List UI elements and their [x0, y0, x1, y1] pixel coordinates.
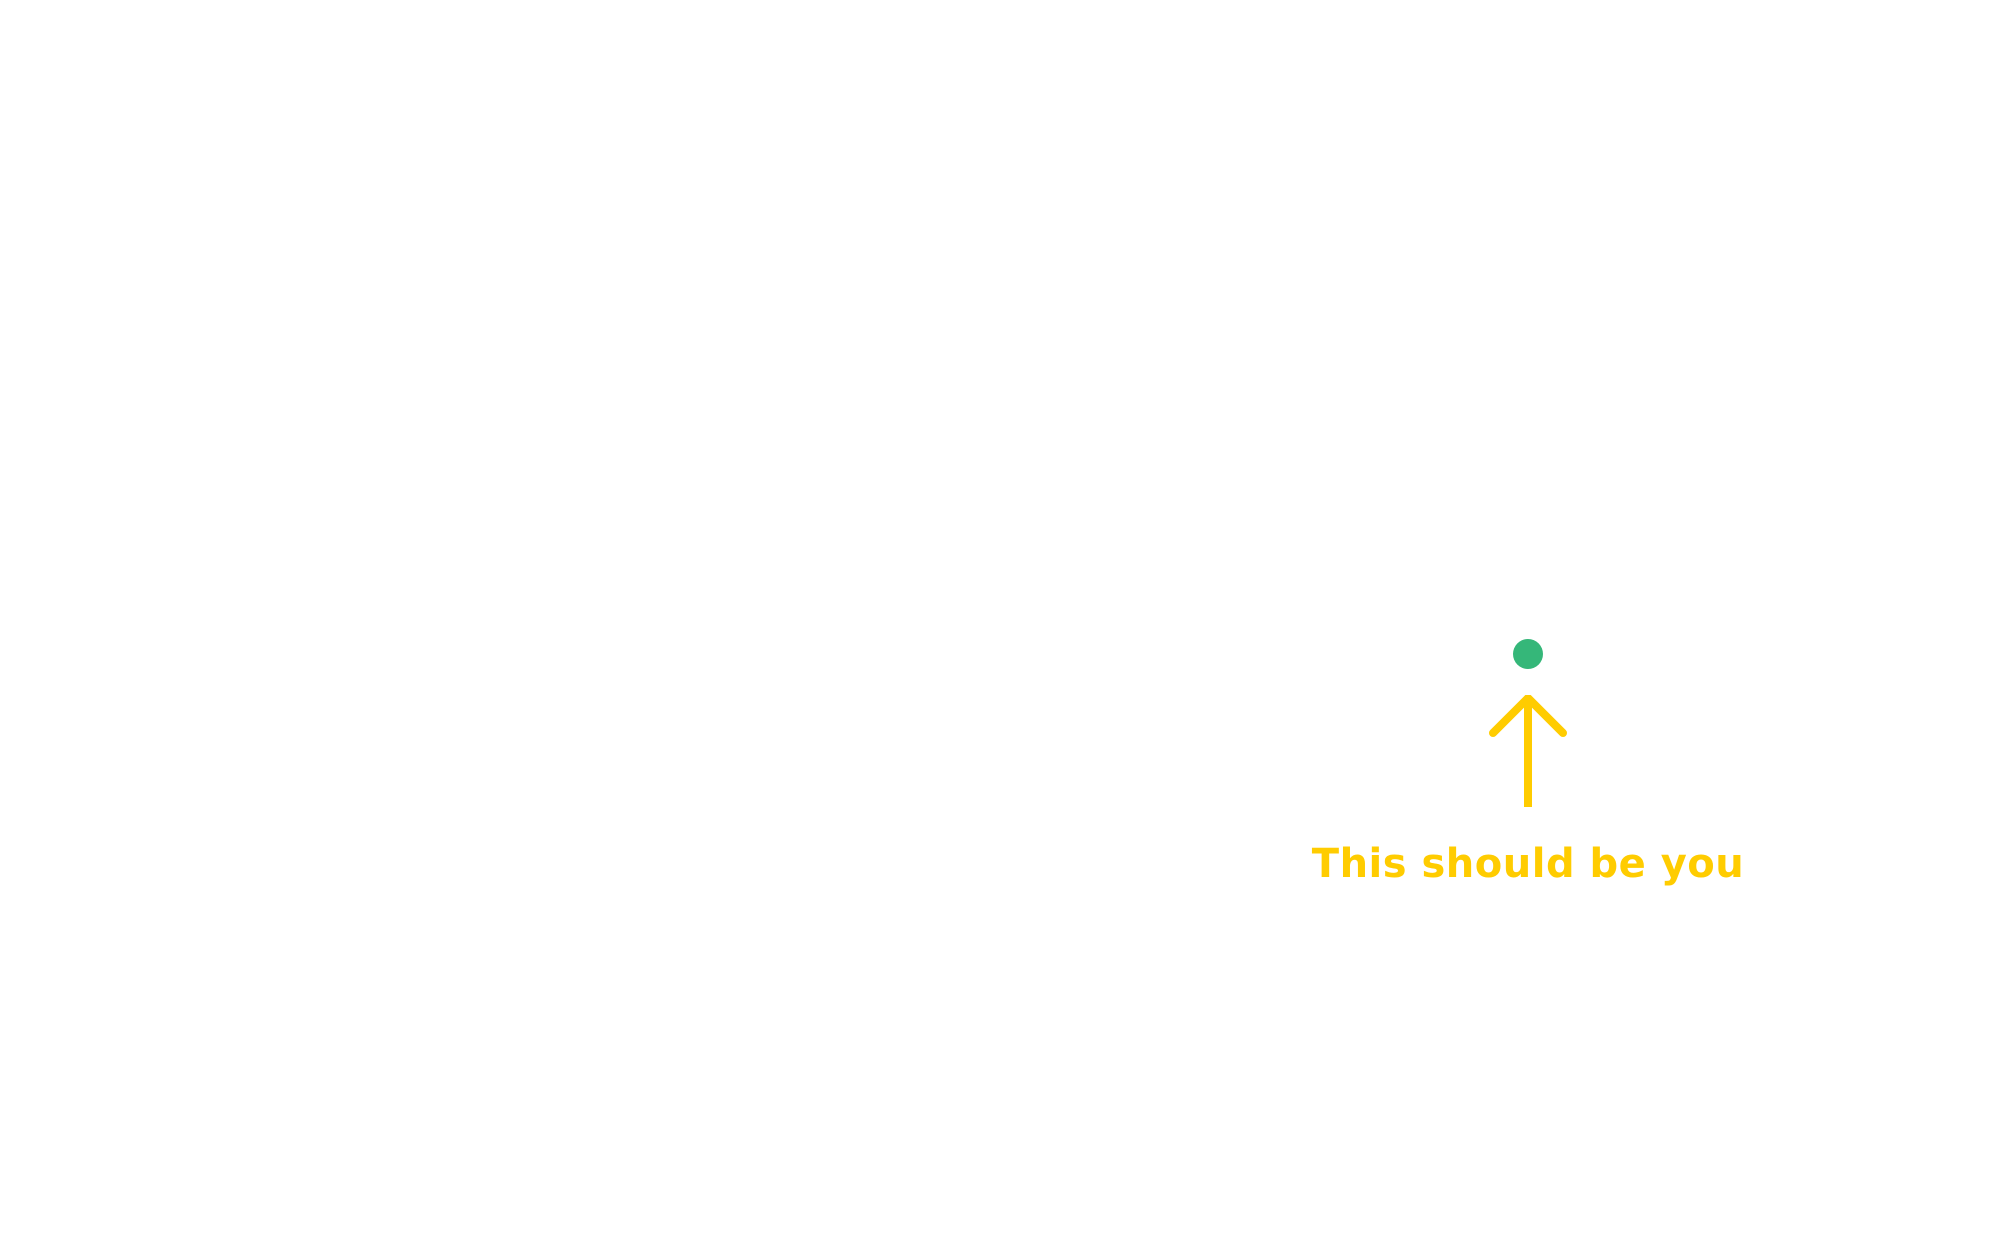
arrow-head: [1489, 695, 1567, 737]
arrow-up-icon: [1489, 695, 1567, 807]
location-dot-icon: [1513, 639, 1543, 669]
caption-text: This should be you: [1311, 841, 1745, 887]
